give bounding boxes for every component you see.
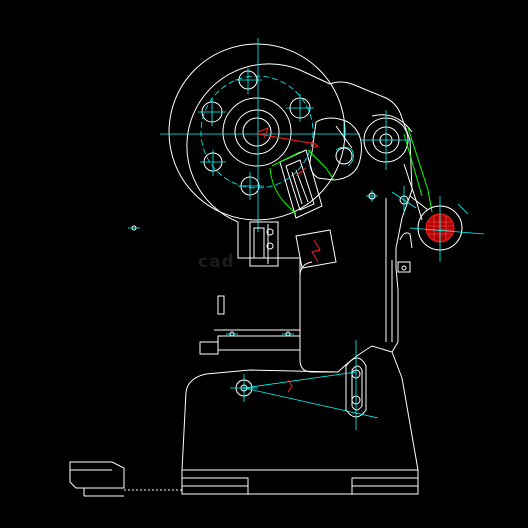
ram-slide [249, 149, 337, 269]
motor-centerlines [409, 196, 485, 262]
flywheel-bolt-circle [200, 75, 314, 189]
red-markers [257, 127, 321, 393]
bolt-centerlines [128, 190, 378, 335]
brake-cam-accent [335, 146, 354, 167]
linkage-lines [230, 340, 379, 430]
crank-green-belt [403, 127, 433, 213]
foot-pedal [69, 461, 125, 497]
press-frame-outline [181, 63, 419, 495]
watermark: cad [198, 252, 235, 272]
ram-green-guide [269, 149, 335, 215]
crank-centerlines [360, 110, 417, 214]
